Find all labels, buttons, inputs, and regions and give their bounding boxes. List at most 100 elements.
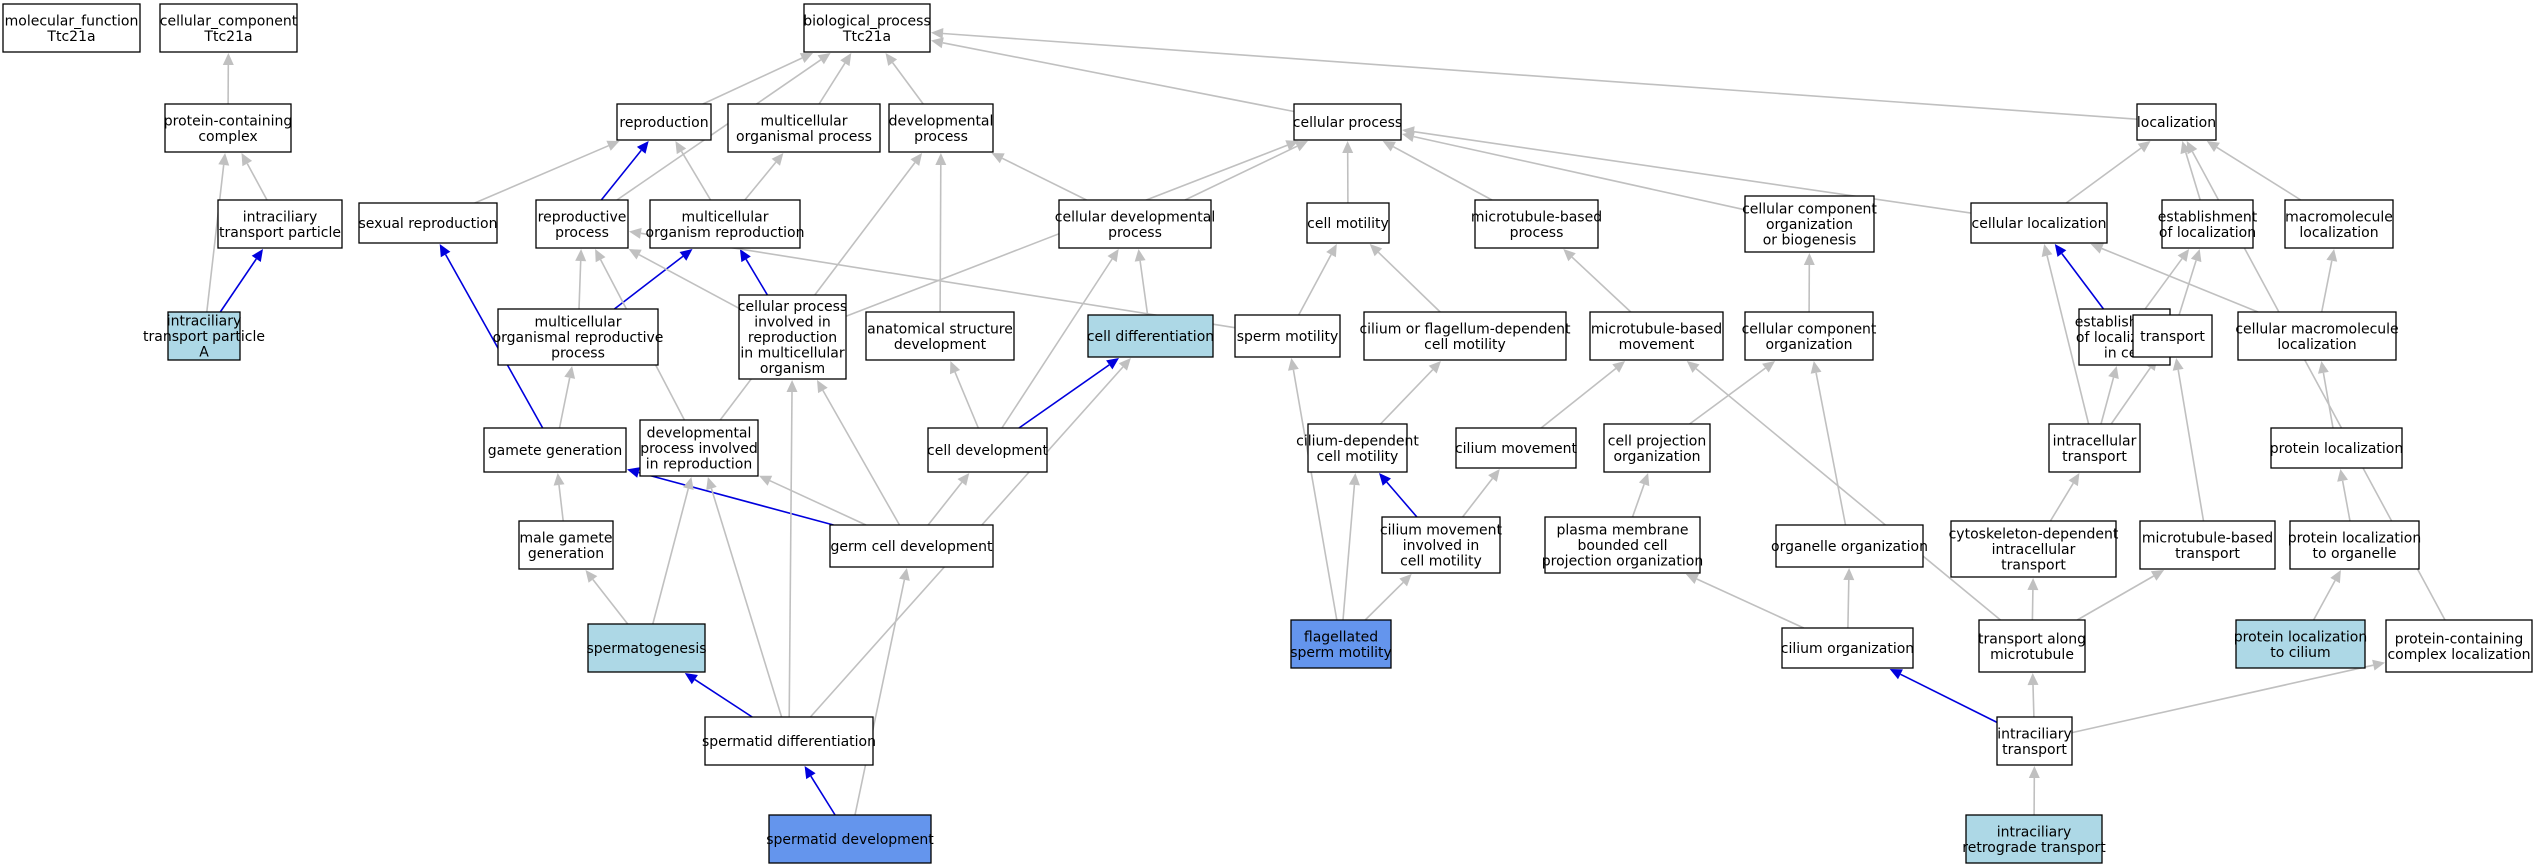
node-box[interactable] [1290,619,1392,669]
node-box[interactable] [2385,619,2533,673]
node-sexrep[interactable]: sexual reproduction [358,202,498,244]
node-oo[interactable]: organelle organization [1771,524,1928,568]
node-box[interactable] [1744,311,1874,361]
node-box[interactable] [2284,199,2394,249]
node-box[interactable] [535,199,629,249]
node-box[interactable] [1306,202,1390,244]
node-cloc[interactable]: cellular localization [1970,202,2108,244]
node-box[interactable] [1589,311,1724,361]
node-box[interactable] [1775,524,1924,568]
node-box[interactable] [2161,199,2254,249]
node-box[interactable] [639,419,759,477]
node-box[interactable] [2,3,141,53]
node-box[interactable] [1293,103,1402,141]
node-box[interactable] [1455,427,1577,469]
node-cellp[interactable]: cellular process [1293,103,1402,141]
node-transport[interactable]: transport [2132,314,2213,358]
node-box[interactable] [1544,516,1701,574]
node-box[interactable] [2270,427,2403,469]
node-gcd[interactable]: germ cell development [829,524,994,568]
node-box[interactable] [159,3,298,53]
node-sdiff[interactable]: spermatid differentiation [702,716,876,766]
node-box[interactable] [865,311,1015,361]
node-box[interactable] [358,202,498,244]
node-box[interactable] [2048,423,2141,473]
node-box[interactable] [1996,716,2073,766]
node-box[interactable] [1363,311,1567,361]
node-box[interactable] [1965,814,2103,864]
node-smot[interactable]: sperm motility [1234,314,1341,358]
node-cdit[interactable]: cytoskeleton-dependentintracellulartrans… [1949,520,2119,578]
node-box[interactable] [2132,314,2213,358]
node-box[interactable] [1474,199,1599,249]
node-box[interactable] [1978,619,2086,673]
node-box[interactable] [768,814,932,864]
node-box[interactable] [483,427,627,473]
node-spgen[interactable]: spermatogenesis [586,623,707,673]
node-box[interactable] [1781,627,1914,669]
node-box[interactable] [217,199,343,249]
node-repro[interactable]: reproduction [616,103,712,141]
node-celldev[interactable]: cell development [927,427,1048,473]
node-box[interactable] [1058,199,1212,249]
node-box[interactable] [1307,423,1408,473]
node-box[interactable] [829,524,994,568]
node-sdev[interactable]: spermatid development [766,814,934,864]
node-gamgen[interactable]: gamete generation [483,427,627,473]
node-cmov[interactable]: cilium movement [1455,427,1578,469]
node-box[interactable] [704,716,874,766]
node-box[interactable] [1970,202,2108,244]
node-box[interactable] [2235,619,2366,669]
node-box[interactable] [803,3,931,53]
node-box[interactable] [1950,520,2117,578]
node-protloc[interactable]: protein localization [2270,427,2403,469]
node-cdiff[interactable]: cell differentiation [1087,314,1214,358]
node-box[interactable] [727,103,881,153]
node-box[interactable] [927,427,1048,473]
node-box[interactable] [1603,423,1711,473]
node-box[interactable] [1087,314,1214,358]
node-box[interactable] [649,199,801,249]
node-box[interactable] [888,103,994,153]
node-box[interactable] [2289,520,2420,570]
node-box[interactable] [587,623,706,673]
node-box[interactable] [1744,195,1875,253]
node-box[interactable] [497,308,659,366]
node-box[interactable] [2237,311,2397,361]
node-box[interactable] [1381,516,1501,574]
node-box[interactable] [164,103,292,153]
node-box[interactable] [738,294,847,380]
